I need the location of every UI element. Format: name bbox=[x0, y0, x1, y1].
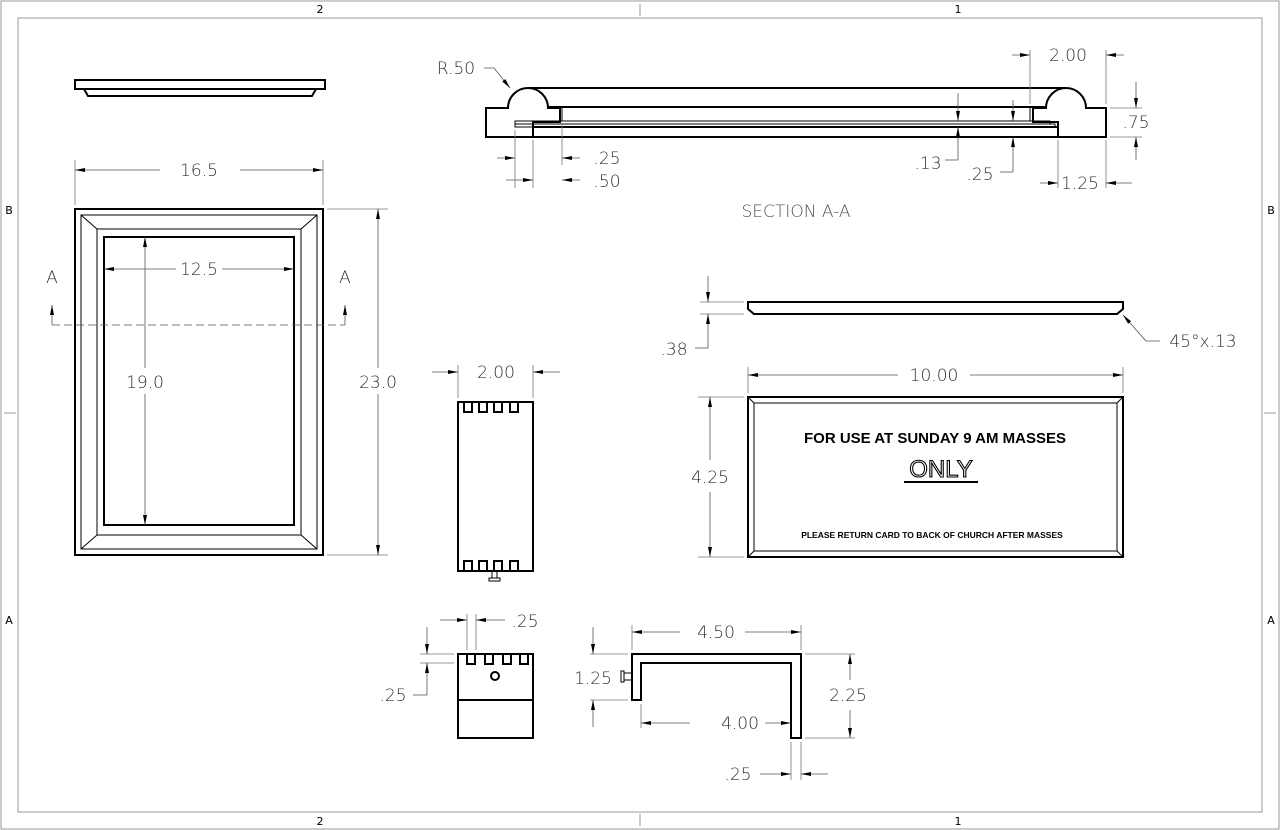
zone-label-right-b: B bbox=[1267, 204, 1275, 217]
dim-bracket-leg-height: 1.25 bbox=[574, 669, 612, 689]
dim-frame-width: 16.5 bbox=[180, 161, 218, 181]
dim-outer-step: .50 bbox=[593, 172, 620, 192]
frame-front-view: A A 16.5 23.0 12.5 19.0 bbox=[46, 160, 397, 556]
dim-glass-offset: .25 bbox=[966, 165, 993, 185]
dim-clip-width: 2.00 bbox=[477, 363, 515, 383]
zone-label-top-1: 1 bbox=[955, 3, 962, 16]
dim-bracket-height: 2.25 bbox=[829, 686, 867, 706]
zone-label-left-a: A bbox=[5, 614, 13, 627]
dim-bracket-thickness: .25 bbox=[724, 765, 751, 785]
frame-top-view bbox=[74, 79, 326, 97]
dim-bracket-inner-length: 4.00 bbox=[721, 714, 759, 734]
card-edge-view: .38 45°x.13 bbox=[660, 276, 1237, 360]
card-footer: PLEASE RETURN CARD TO BACK OF CHURCH AFT… bbox=[801, 530, 1063, 540]
zone-label-right-a: A bbox=[1267, 614, 1275, 627]
section-mark-left: A bbox=[46, 268, 58, 288]
dim-card-height: 4.25 bbox=[691, 468, 729, 488]
card-face-view: 10.00 4.25 FOR USE AT SUNDAY 9 AM MASSES… bbox=[691, 366, 1124, 558]
bracket-view: 4.50 4.00 1.25 2.25 .25 bbox=[574, 623, 867, 785]
section-title: SECTION A-A bbox=[742, 202, 851, 222]
dim-card-width: 10.00 bbox=[910, 366, 959, 386]
dim-rail-width: 2.00 bbox=[1049, 46, 1087, 66]
zone-label-bottom-2: 2 bbox=[317, 815, 324, 828]
dim-section-thickness: .75 bbox=[1122, 113, 1149, 133]
dim-slot-width: .25 bbox=[511, 612, 538, 632]
zone-label-bottom-1: 1 bbox=[955, 815, 962, 828]
dim-opening-height: 19.0 bbox=[126, 373, 164, 393]
zone-label-top-2: 2 bbox=[317, 3, 324, 16]
dim-slot-depth: .25 bbox=[379, 686, 406, 706]
clip-end-view: .25 .25 bbox=[379, 612, 539, 739]
dim-lip-width: 1.25 bbox=[1061, 174, 1099, 194]
card-emphasis: ONLY bbox=[909, 456, 973, 483]
dim-chamfer: 45°x.13 bbox=[1169, 332, 1236, 352]
dim-radius: R.50 bbox=[437, 59, 475, 79]
dim-bracket-length: 4.50 bbox=[697, 623, 735, 643]
dim-card-thickness: .38 bbox=[660, 340, 687, 360]
dim-frame-height: 23.0 bbox=[359, 373, 397, 393]
section-a-a-view: R.50 2.00 .75 .13 .25 1.25 .25 bbox=[437, 46, 1150, 222]
card-headline: FOR USE AT SUNDAY 9 AM MASSES bbox=[804, 430, 1066, 447]
clip-view: 2.00 bbox=[432, 363, 560, 582]
zone-label-left-b: B bbox=[5, 204, 13, 217]
dim-opening-width: 12.5 bbox=[180, 260, 218, 280]
dim-recess-depth: .13 bbox=[914, 154, 941, 174]
dim-inner-step: .25 bbox=[593, 149, 620, 169]
section-mark-right: A bbox=[339, 268, 351, 288]
